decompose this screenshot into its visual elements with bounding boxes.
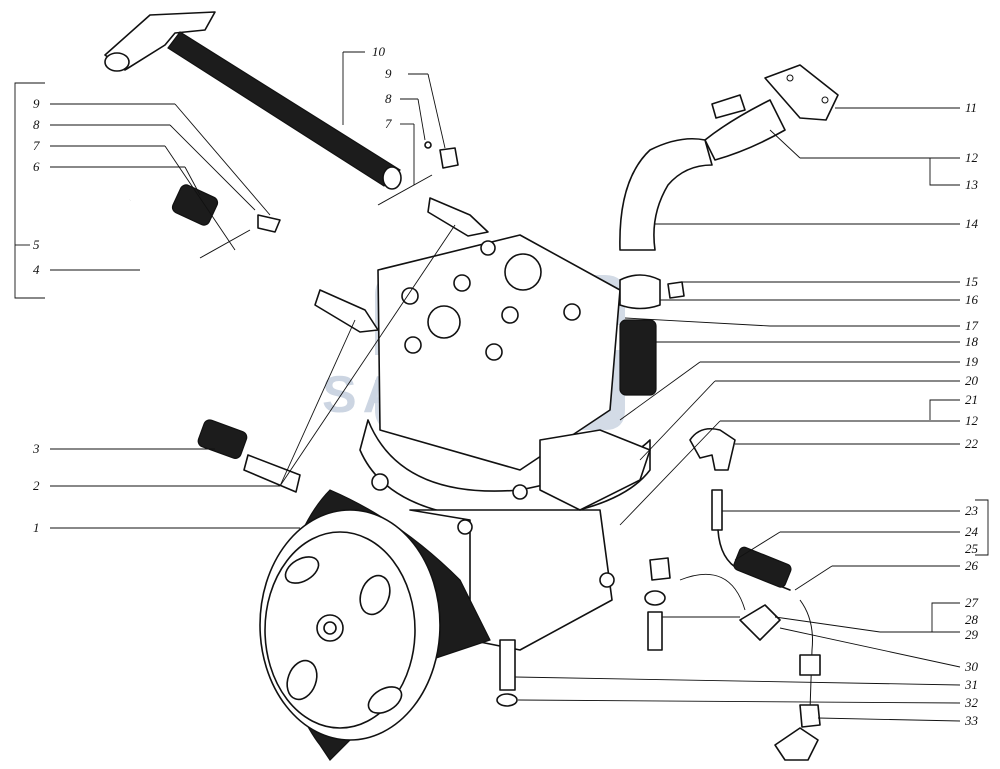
head-bolts xyxy=(401,240,581,361)
callout-5-left: 5 xyxy=(33,237,40,252)
part-outlet-hose-set xyxy=(619,64,839,396)
callout-25: 25 xyxy=(965,541,979,556)
callout-11: 11 xyxy=(965,100,977,115)
callout-7-left: 7 xyxy=(33,138,40,153)
part-compressor-body xyxy=(314,197,651,651)
part-air-intake-hose xyxy=(104,11,402,190)
callout-2-left: 2 xyxy=(33,478,40,493)
callouts-left: 9 8 7 6 5 4 3 2 1 xyxy=(32,96,40,535)
callout-33: 33 xyxy=(964,713,979,728)
callout-10-top: 10 xyxy=(372,44,386,59)
callout-14: 14 xyxy=(965,216,979,231)
part-drive-pulley xyxy=(259,489,491,761)
part-outlet-pipe-assembly xyxy=(711,489,821,761)
callout-12-upper: 12 xyxy=(965,150,979,165)
callout-9-top: 9 xyxy=(385,66,392,81)
callout-3-left: 3 xyxy=(32,441,40,456)
callout-20: 20 xyxy=(965,373,979,388)
callout-6-left: 6 xyxy=(33,159,40,174)
part-air-line-tube xyxy=(125,184,301,493)
callout-21: 21 xyxy=(965,392,978,407)
callout-27: 27 xyxy=(965,595,979,610)
callout-19: 19 xyxy=(965,354,979,369)
callout-18: 18 xyxy=(965,334,979,349)
part-elbow-fitting xyxy=(689,427,736,471)
callout-26: 26 xyxy=(965,558,979,573)
callout-15: 15 xyxy=(965,274,979,289)
callout-24: 24 xyxy=(965,524,979,539)
leader-lines xyxy=(14,51,989,722)
callout-4-left: 4 xyxy=(33,262,40,277)
callout-8-top: 8 xyxy=(385,91,392,106)
callout-9-left: 9 xyxy=(33,96,40,111)
callout-28: 28 xyxy=(965,612,979,627)
callout-13: 13 xyxy=(965,177,979,192)
callout-12-lower: 12 xyxy=(965,413,979,428)
callout-1-left: 1 xyxy=(33,520,40,535)
callout-17: 17 xyxy=(965,318,979,333)
callout-8-left: 8 xyxy=(33,117,40,132)
callout-7-top: 7 xyxy=(385,116,392,131)
part-small-clamp-set xyxy=(377,141,459,206)
callout-16: 16 xyxy=(965,292,979,307)
callout-31: 31 xyxy=(964,677,978,692)
callouts-right: 11 12 13 14 15 16 17 18 19 20 21 12 22 2… xyxy=(964,100,979,728)
callout-29: 29 xyxy=(965,627,979,642)
callouts-top: 10 9 8 7 xyxy=(372,44,392,131)
callout-23: 23 xyxy=(965,503,979,518)
callout-30: 30 xyxy=(964,659,979,674)
callout-22: 22 xyxy=(965,436,979,451)
callout-32: 32 xyxy=(964,695,979,710)
part-bracket-bolt-set xyxy=(496,557,781,707)
